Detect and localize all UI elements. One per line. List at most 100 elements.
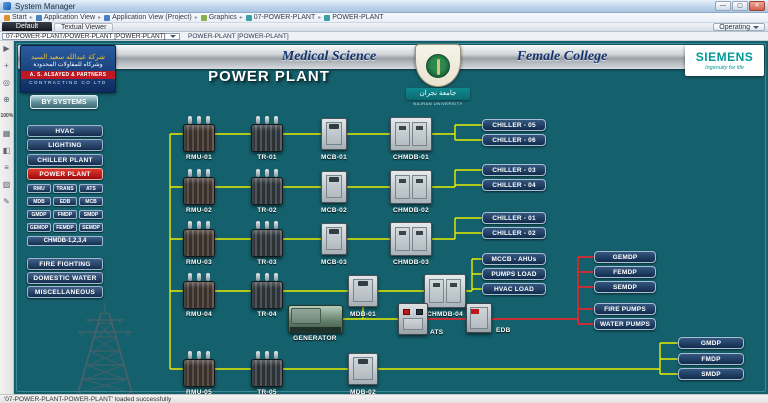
equipment-label-mdb-02: MDB-02 xyxy=(350,389,376,394)
equipment-rmu-04[interactable] xyxy=(183,273,215,309)
sidebar-item-gmdp[interactable]: GMDP xyxy=(27,210,51,219)
single-line-diagram-svg xyxy=(77,124,678,394)
tab-default[interactable]: Default xyxy=(2,22,52,31)
select-tool-icon[interactable]: ▶ xyxy=(3,44,10,53)
equipment-rmu-01[interactable] xyxy=(183,116,215,152)
equipment-ats[interactable] xyxy=(398,303,428,335)
breadcrumb-separator-icon: ▸ xyxy=(194,15,198,21)
minimize-button[interactable]: — xyxy=(715,1,731,11)
sidebar-item-fire-fighting[interactable]: FIRE FIGHTING xyxy=(27,258,103,270)
load-fmdp[interactable]: FMDP xyxy=(678,353,744,365)
load-gemdp[interactable]: GEMDP xyxy=(594,251,656,263)
sidebar-item-miscellaneous[interactable]: MISCELLANEOUS xyxy=(27,286,103,298)
equipment-mcb-02[interactable] xyxy=(321,171,347,203)
sidebar-item-femdp[interactable]: FEMDP xyxy=(53,223,77,232)
tab-textual-viewer[interactable]: Textual Viewer xyxy=(54,23,114,31)
equipment-rmu-02[interactable] xyxy=(183,169,215,205)
sidebar-item-trans[interactable]: TRANS xyxy=(53,184,77,193)
palette-tool-icon[interactable]: ▨ xyxy=(2,180,11,189)
load-mccb-ahus[interactable]: MCCB - AHUs xyxy=(482,253,546,265)
sidebar-item-hvac[interactable]: HVAC xyxy=(27,125,103,137)
sidebar-item-semdp[interactable]: SEMDP xyxy=(79,223,103,232)
sidebar-item-mdb[interactable]: MDB xyxy=(27,197,51,206)
equipment-mcb-01[interactable] xyxy=(321,118,347,150)
siemens-brand: SIEMENS xyxy=(695,50,754,64)
equipment-rmu-05[interactable] xyxy=(183,351,215,387)
operating-mode-button[interactable]: Operating xyxy=(713,23,765,31)
transmission-tower xyxy=(77,303,133,394)
equipment-rmu-03[interactable] xyxy=(183,221,215,257)
sidebar-item-chiller-plant[interactable]: CHILLER PLANT xyxy=(27,154,103,166)
breadcrumb-item-graphics[interactable]: Graphics xyxy=(200,14,237,21)
load-chiller-06[interactable]: CHILLER - 06 xyxy=(482,134,546,146)
load-smdp[interactable]: SMDP xyxy=(678,368,744,380)
sidebar-item-fmdp[interactable]: FMDP xyxy=(53,210,77,219)
sidebar-item-chmdb[interactable]: CHMDB-1,2,3,4 xyxy=(27,236,103,246)
equipment-chmdb-02[interactable] xyxy=(390,170,432,204)
breadcrumb-item-power-plant[interactable]: POWER-PLANT xyxy=(324,14,384,21)
breadcrumb-item-07-power-plant[interactable]: 07-POWER-PLANT xyxy=(245,14,315,21)
header-band xyxy=(18,45,764,69)
breadcrumb-item-application-view[interactable]: Application View xyxy=(35,14,95,21)
sidebar-item-gemdp[interactable]: GEMDP xyxy=(27,223,51,232)
load-chiller-02[interactable]: CHILLER - 02 xyxy=(482,227,546,239)
equipment-label-mcb-02: MCB-02 xyxy=(321,207,347,214)
equipment-mdb-02[interactable] xyxy=(348,353,378,385)
equipment-label-rmu-01: RMU-01 xyxy=(186,154,212,161)
university-name-arabic: جامعة نجران xyxy=(406,88,470,100)
load-gmdp[interactable]: GMDP xyxy=(678,337,744,349)
sidebar-item-smdp[interactable]: SMDP xyxy=(79,210,103,219)
crosshair-tool-icon[interactable]: + xyxy=(4,61,9,70)
list-tool-icon[interactable]: ≡ xyxy=(4,163,9,172)
sidebar-item-ats[interactable]: ATS xyxy=(79,184,103,193)
graphic-selector-combo[interactable]: 07-POWER-PLANT/POWER-PLANT [POWER-PLANT] xyxy=(2,32,180,40)
load-hvac-load[interactable]: HVAC LOAD xyxy=(482,283,546,295)
sidebar-item-mcb[interactable]: MCB xyxy=(79,197,103,206)
equipment-tr-03[interactable] xyxy=(251,221,283,257)
layers-tool-icon[interactable]: ◧ xyxy=(2,146,11,155)
sidebar-item-power-plant[interactable]: POWER PLANT xyxy=(27,168,103,180)
edit-tool-icon[interactable]: ✎ xyxy=(3,197,10,206)
maximize-button[interactable]: ▢ xyxy=(732,1,748,11)
equipment-chmdb-04[interactable] xyxy=(424,274,466,308)
window-title: System Manager xyxy=(15,1,76,11)
equipment-label-chmdb-03: CHMDB-03 xyxy=(393,259,429,266)
equipment-label-generator: GENERATOR xyxy=(293,335,337,342)
equipment-tr-04[interactable] xyxy=(251,273,283,309)
siemens-tagline: Ingenuity for life xyxy=(705,65,744,71)
load-chiller-01[interactable]: CHILLER - 01 xyxy=(482,212,546,224)
breadcrumb-item-start[interactable]: Start xyxy=(4,14,27,21)
sidebar-item-domestic-water[interactable]: DOMESTIC WATER xyxy=(27,272,103,284)
equipment-tr-05[interactable] xyxy=(251,351,283,387)
by-systems-button[interactable]: BY SYSTEMS xyxy=(30,95,98,109)
sidebar-item-edb[interactable]: EDB xyxy=(53,197,77,206)
equipment-chmdb-03[interactable] xyxy=(390,222,432,256)
equipment-chmdb-01[interactable] xyxy=(390,117,432,151)
equipment-tr-02[interactable] xyxy=(251,169,283,205)
pan-tool-icon[interactable]: ◎ xyxy=(3,78,10,87)
equipment-edb[interactable] xyxy=(466,303,492,333)
graphic-icon xyxy=(245,14,252,21)
load-water-pumps[interactable]: WATER PUMPS xyxy=(594,318,656,330)
load-fire-pumps[interactable]: FIRE PUMPS xyxy=(594,303,656,315)
load-semdp[interactable]: SEMDP xyxy=(594,281,656,293)
breadcrumb-item-application-view-project[interactable]: Application View (Project) xyxy=(104,14,192,21)
zoom-in-tool-icon[interactable]: ⊕ xyxy=(3,95,10,104)
load-chiller-03[interactable]: CHILLER - 03 xyxy=(482,164,546,176)
sidebar-item-lighting[interactable]: LIGHTING xyxy=(27,139,103,151)
university-name-english: NAJRAN UNIVERSITY xyxy=(413,101,463,106)
load-femdp[interactable]: FEMDP xyxy=(594,266,656,278)
equipment-generator[interactable] xyxy=(288,305,343,333)
chevron-down-icon xyxy=(170,34,176,38)
equipment-mcb-03[interactable] xyxy=(321,223,347,255)
sidebar-item-rmu[interactable]: RMU xyxy=(27,184,51,193)
load-pumps-load[interactable]: PUMPS LOAD xyxy=(482,268,546,280)
window-icon xyxy=(35,14,42,21)
equipment-tr-01[interactable] xyxy=(251,116,283,152)
equipment-mdb-01[interactable] xyxy=(348,275,378,307)
close-button[interactable]: ✕ xyxy=(749,1,765,11)
load-chiller-04[interactable]: CHILLER - 04 xyxy=(482,179,546,191)
grid-tool-icon[interactable]: ▦ xyxy=(2,129,11,138)
load-chiller-05[interactable]: CHILLER - 05 xyxy=(482,119,546,131)
